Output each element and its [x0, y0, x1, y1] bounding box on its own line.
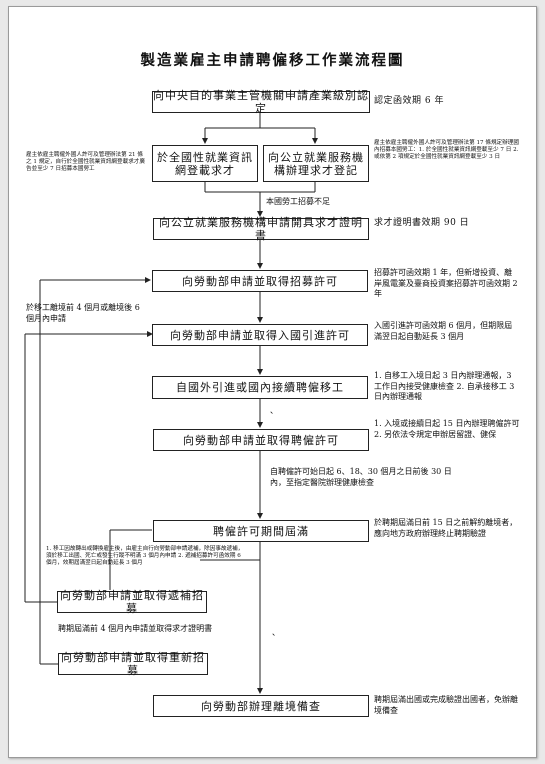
- note-early-termination: 於聘期屆滿日前 15 日之前解約離境者，應向地方政府辦理終止聘期驗證: [374, 518, 518, 538]
- step-recruitment-permit: 向勞動部申請並取得招募許可: [152, 270, 368, 292]
- note-certificate-validity: 求才證明書效期 90 日: [374, 218, 470, 228]
- step-replacement-recruitment: 向勞動部申請並取得遞補招募: [57, 589, 207, 615]
- note-recruitment-permit-validity: 招募許可函效期 1 年，但新增投資、離岸風電業及臺商投資案招募許可函效期 2 年: [374, 268, 518, 298]
- step-re-recruitment: 向勞動部申請並取得重新招募: [58, 651, 208, 677]
- note-departure-exemption: 聘期屆滿出國或完成驗證出國者，免辦離境備查: [374, 695, 518, 715]
- note-replacement-rules: 1. 移工因故轉出或轉換雇主後，由雇主自行向勞動部申請遞補，除因事故遞補，須於移…: [46, 546, 244, 566]
- step-permit-expiry: 聘僱許可期間屆滿: [153, 520, 369, 542]
- step-departure-record: 向勞動部辦理離境備查: [153, 695, 369, 717]
- note-local-shortage: 本國勞工招募不足: [266, 197, 330, 206]
- note-arrival-reporting: 1. 自移工入境日起 3 日內辦理通報，3 工作日內接受健康檢查 2. 自承接移…: [374, 371, 515, 401]
- note-self-posting-rule: 雇主依雇主聘僱外國人許可及管理辦法第 21 條之 1 規定，自行於全國性就業資訊…: [26, 152, 145, 172]
- note-employment-permit-deadline: 1. 入境或接續日起 15 日內辦理聘僱許可 2. 另依法令規定申辦居留證、健保: [374, 419, 520, 439]
- stray-mark: 、: [272, 628, 280, 637]
- note-re-recruitment-timing: 聘期屆滿前 4 個月內申請並取得求才證明書: [58, 624, 213, 633]
- step-entry-permit: 向勞動部申請並取得入國引進許可: [152, 324, 368, 346]
- step-recruitment-certificate: 向公立就業服務機構申請開具求才證明書: [153, 216, 369, 242]
- note-entry-application-timing: 於移工離境前 4 個月或離境後 6 個月內申請: [26, 303, 140, 323]
- flowchart-title: 製造業雇主申請聘僱移工作業流程圖: [140, 52, 405, 69]
- step-public-employment-registration: 向公立就業服務機構辦理求才登記: [263, 145, 369, 182]
- step-import-or-transfer-workers: 自國外引進或國內接續聘僱移工: [152, 376, 368, 399]
- note-certification-validity: 認定函效期 6 年: [374, 96, 444, 106]
- note-domestic-recruitment-rule: 雇主依雇主聘僱外國人許可及管理辦法第 17 條規定辦理國內招募本國勞工：1. 於…: [374, 140, 519, 160]
- note-entry-permit-validity: 入國引進許可函效期 6 個月，但期限屆滿翌日起自動延長 3 個月: [374, 321, 513, 341]
- step-industry-level-certification: 向中央目的事業主管機關申請產業級別認定: [152, 89, 370, 115]
- step-national-job-site-posting: 於全國性就業資訊網登載求才: [152, 145, 258, 182]
- note-health-check-schedule: 自聘僱許可始日起 6、18、30 個月之日前後 30 日內，至指定醫院辦理健康檢…: [270, 467, 452, 487]
- stray-mark: 、: [270, 406, 278, 415]
- step-employment-permit: 向勞動部申請並取得聘僱許可: [153, 429, 369, 451]
